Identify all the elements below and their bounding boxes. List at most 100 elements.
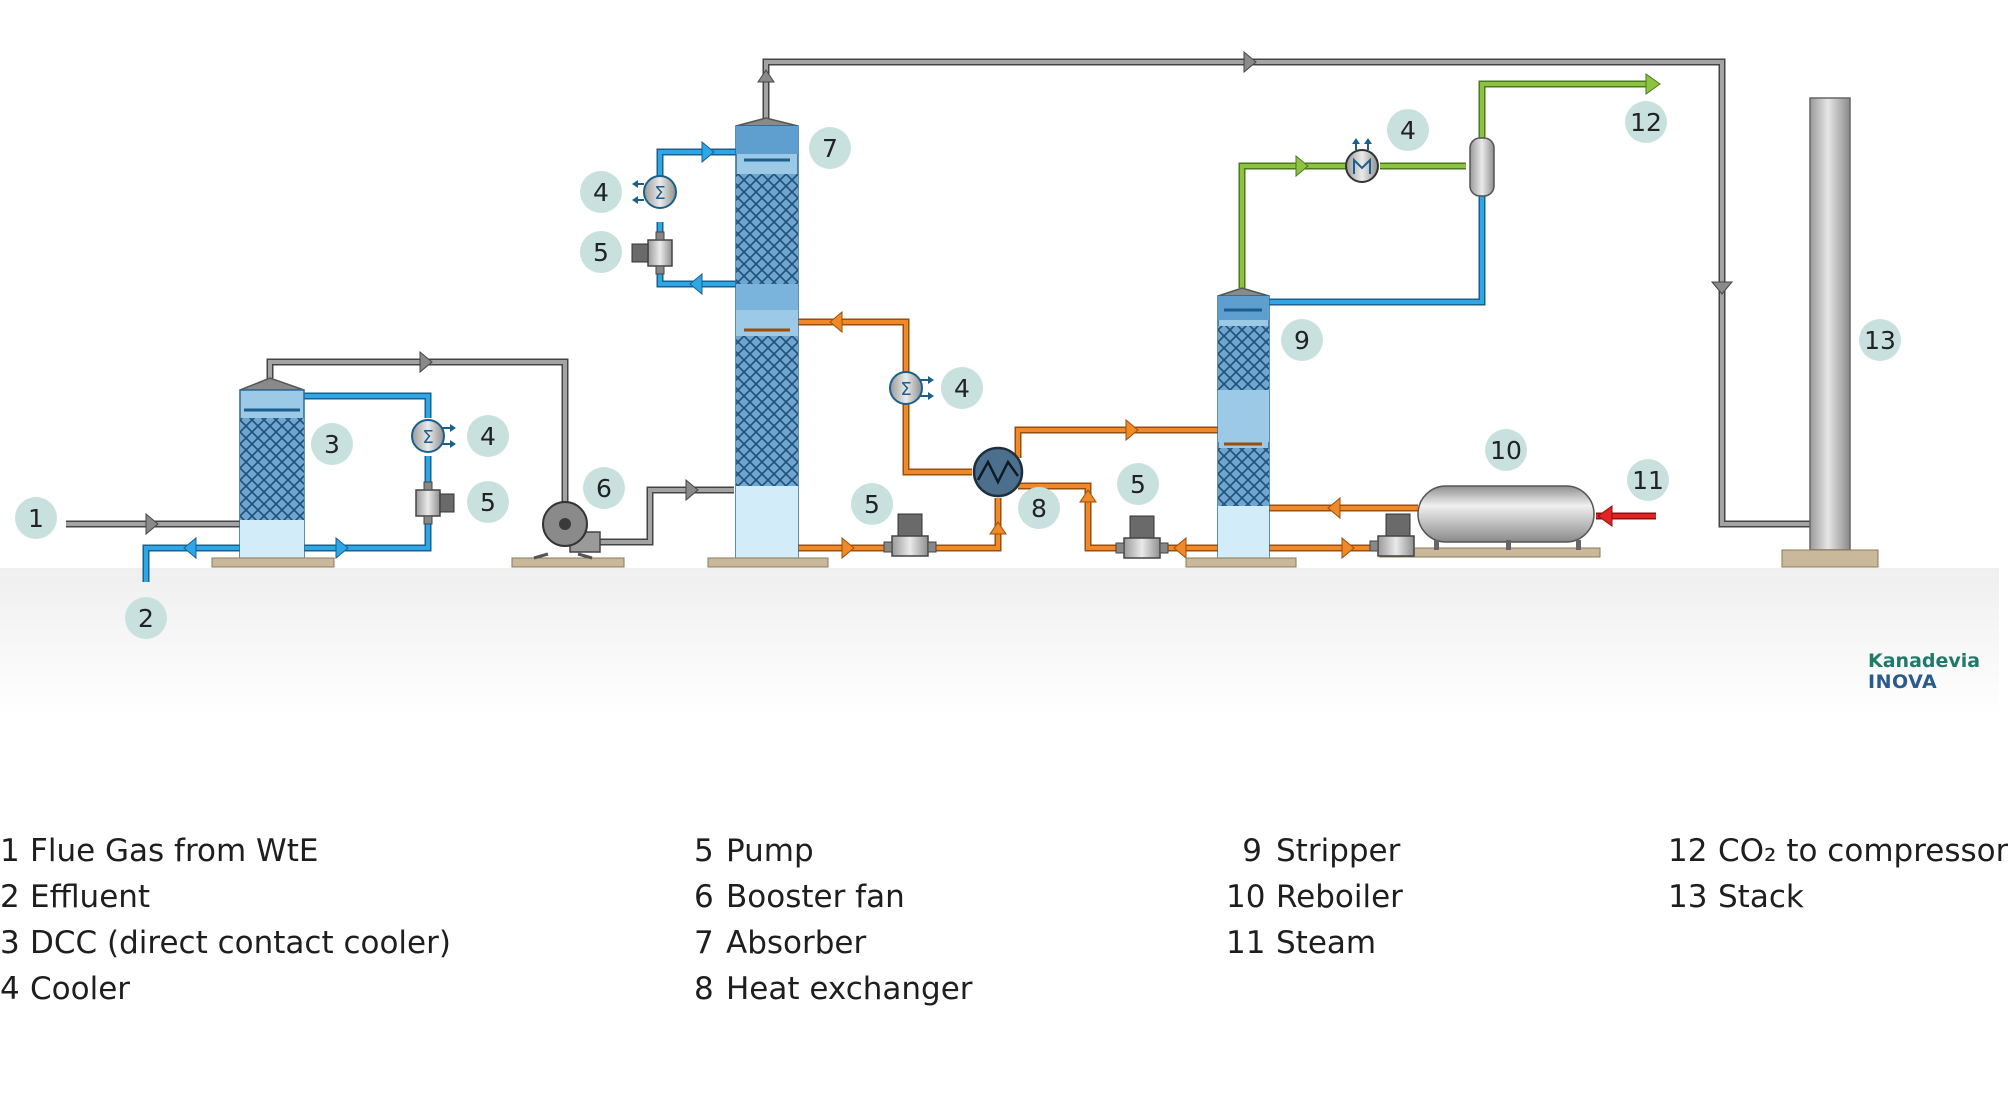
badge-4-absorber-cooler	[580, 171, 622, 213]
badge-3	[311, 423, 353, 465]
process-diagram: Σ Σ Σ	[0, 50, 1999, 718]
legend-number: 13	[1668, 879, 1708, 915]
flow-arrow	[757, 69, 775, 83]
legend-label: Stack	[1718, 879, 1804, 915]
badge-8	[1018, 487, 1060, 529]
legend-number: 6	[694, 879, 714, 915]
legend-label: Effluent	[30, 879, 151, 915]
separator-drum	[1469, 137, 1495, 197]
brand-line-2: INOVA	[1868, 671, 1938, 693]
dcc-tower	[211, 377, 335, 568]
flow-arrow	[1125, 418, 1139, 442]
flow-arrow	[1341, 536, 1355, 560]
badge-5-label: 5	[480, 488, 496, 517]
badge-2-label: 2	[138, 604, 154, 633]
badge-12-label: 12	[1630, 108, 1662, 137]
badge-10-label: 10	[1490, 436, 1522, 465]
brand-logo: Kanadevia INOVA	[1868, 651, 1980, 693]
legend-number: 8	[694, 971, 714, 1007]
badge-9-label: 9	[1294, 326, 1310, 355]
badge-4-label: 4	[1400, 116, 1416, 145]
badge-13	[1859, 319, 1901, 361]
flow-arrow	[145, 512, 159, 536]
badge-4-solvent-cooler	[941, 367, 983, 409]
flow-arrow	[829, 310, 843, 334]
cooler-solvent: Σ	[889, 371, 934, 405]
badge-11	[1627, 459, 1669, 501]
badge-6-label: 6	[596, 474, 612, 503]
legend-label: CO₂ to compressor	[1718, 833, 2008, 869]
badge-13-label: 13	[1864, 326, 1896, 355]
water-lines	[142, 148, 1486, 582]
absorber-tower	[707, 117, 829, 568]
legend-item: 13 Stack	[1668, 874, 2008, 920]
cooler-dcc: Σ	[411, 419, 456, 453]
badge-1-label: 1	[28, 504, 44, 533]
legend-label: Flue Gas from WtE	[30, 833, 319, 869]
stripper-tower	[1185, 287, 1297, 568]
badge-5-absorber-pump	[580, 231, 622, 273]
flow-arrow	[685, 478, 699, 502]
pump-dcc	[415, 481, 455, 525]
badge-3-label: 3	[324, 430, 340, 459]
legend-label: Pump	[726, 833, 814, 869]
badge-4-dcc-cooler	[467, 415, 509, 457]
svg-text:Σ: Σ	[422, 427, 433, 448]
flow-arrow	[1295, 154, 1309, 178]
legend-label: Heat exchanger	[726, 971, 973, 1007]
badge-12	[1625, 101, 1667, 143]
flow-arrow	[1079, 489, 1097, 503]
legend-number: 4	[0, 971, 20, 1007]
badge-5-label: 5	[593, 238, 609, 267]
flow-arrow	[841, 536, 855, 560]
legend-label: DCC (direct contact cooler)	[30, 925, 451, 961]
booster-fan	[511, 501, 625, 568]
badge-5-lean-pump	[1117, 463, 1159, 505]
co2-lines	[1238, 80, 1652, 288]
badge-6	[583, 467, 625, 509]
flow-arrow	[419, 350, 433, 374]
legend-item: 10 Reboiler	[1226, 874, 1403, 920]
badge-5-rich-pump	[851, 483, 893, 525]
flow-arrow	[1243, 50, 1257, 74]
legend-label: Stripper	[1276, 833, 1401, 869]
legend-item: 3 DCC (direct contact cooler)	[0, 920, 451, 966]
steam-line	[1596, 505, 1656, 527]
flow-arrow	[1173, 536, 1187, 560]
legend-label: Steam	[1276, 925, 1377, 961]
badge-7-label: 7	[822, 134, 838, 163]
badge-9	[1281, 319, 1323, 361]
badge-10	[1485, 429, 1527, 471]
cooler-absorber-top: Σ	[632, 175, 677, 209]
legend-number: 1	[0, 833, 20, 869]
reboiler	[1379, 485, 1601, 558]
badge-4-condenser	[1387, 109, 1429, 151]
brand-line-1: Kanadevia	[1868, 650, 1981, 672]
legend-number: 11	[1226, 925, 1266, 961]
badge-7	[809, 127, 851, 169]
legend-item: 11 Steam	[1226, 920, 1403, 966]
legend-label: Reboiler	[1276, 879, 1403, 915]
legend-number: 3	[0, 925, 20, 961]
flow-arrow	[183, 536, 197, 560]
badge-8-label: 8	[1031, 494, 1047, 523]
legend-item: 8 Heat exchanger	[694, 966, 973, 1012]
badge-5-dcc-pump	[467, 481, 509, 523]
badge-11-label: 11	[1632, 466, 1664, 495]
legend-number: 10	[1226, 879, 1266, 915]
svg-text:Σ: Σ	[654, 183, 665, 204]
stack	[1781, 97, 1879, 568]
pump-rich-solvent	[883, 513, 937, 557]
badge-4-label: 4	[593, 178, 609, 207]
